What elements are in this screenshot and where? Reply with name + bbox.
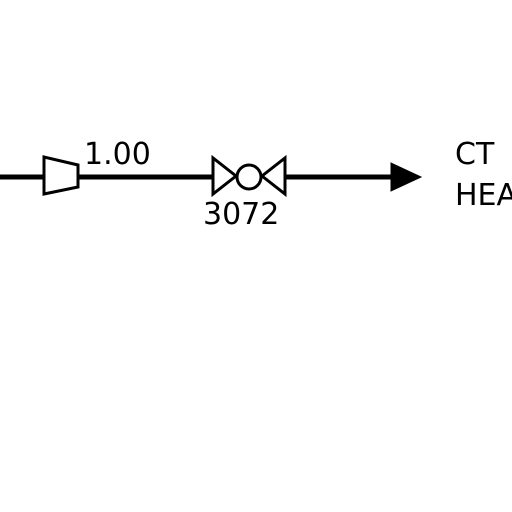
- valve-tag-label: 3072: [203, 197, 279, 232]
- reducer-size-label: 1.00: [84, 137, 151, 172]
- flow-arrowhead-icon: [390, 162, 423, 192]
- ball-valve-icon: [211, 154, 287, 198]
- destination-label-line1: CT: [455, 137, 495, 172]
- destination-label-line2: HEA: [455, 178, 512, 213]
- concentric-reducer-icon: [42, 155, 80, 196]
